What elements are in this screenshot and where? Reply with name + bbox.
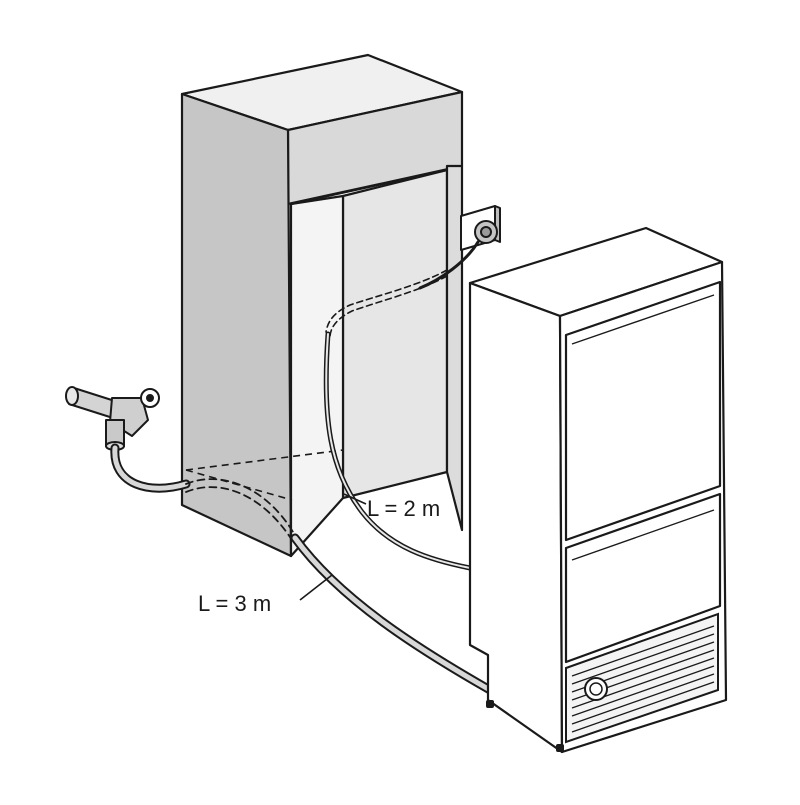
ventilation-grille-icon bbox=[565, 612, 719, 744]
power-cable bbox=[323, 240, 480, 571]
power-cable-length-label: L = 2 m bbox=[367, 496, 440, 521]
water-tap-icon bbox=[65, 386, 160, 451]
water-hose bbox=[110, 443, 563, 713]
niche-front-frame bbox=[445, 164, 464, 532]
niche-inner-top-edge bbox=[290, 168, 448, 206]
cabinet-niche bbox=[180, 53, 464, 558]
niche-back-panel bbox=[341, 168, 449, 500]
water-hose-leader bbox=[299, 574, 333, 601]
power-cable-dimension: L = 2 m bbox=[343, 493, 440, 521]
power-cable-leader bbox=[343, 493, 367, 505]
niche-left-side bbox=[180, 92, 293, 558]
niche-inner-wall bbox=[289, 194, 345, 558]
water-hose-dimension: L = 3 m bbox=[198, 574, 333, 616]
power-plug-icon bbox=[474, 220, 498, 244]
fridge-feet bbox=[486, 700, 564, 752]
water-hose-length-label: L = 3 m bbox=[198, 591, 271, 616]
fridge-lower-drawer bbox=[564, 492, 722, 664]
floor-lines bbox=[185, 449, 344, 501]
fridge-upper-door bbox=[564, 280, 722, 542]
